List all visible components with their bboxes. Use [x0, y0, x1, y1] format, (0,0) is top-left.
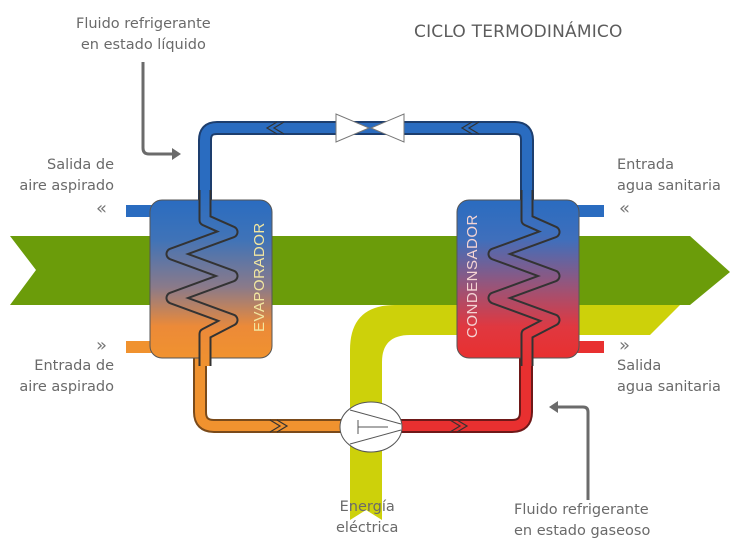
flow-direction-chevrons [265, 121, 480, 433]
label-line: agua sanitaria [617, 178, 721, 194]
label-line: en estado gaseoso [514, 523, 651, 539]
water-outlet-label: Salida agua sanitaria [617, 356, 721, 398]
label-line: Energía [339, 499, 395, 515]
liquid-refrigerant-pipe [198, 121, 534, 210]
water-inlet-duct [574, 205, 604, 217]
gas-pointer-arrow [558, 405, 590, 500]
water-outlet-marker: » [619, 335, 631, 356]
gas-refrigerant-label: Fluido refrigerante en estado gaseoso [514, 500, 650, 542]
label-line: Salida de [47, 157, 114, 173]
label-line: aire aspirado [19, 178, 114, 194]
liquid-refrigerant-label: Fluido refrigerante en estado líquido [76, 14, 211, 56]
electric-energy-label: Energía eléctrica [336, 497, 398, 539]
label-line: eléctrica [336, 520, 399, 536]
evaporator-label: EVAPORADOR [251, 222, 268, 332]
expansion-valve-icon [335, 113, 405, 143]
arrow-head-icon [549, 401, 558, 413]
label-line: agua sanitaria [617, 379, 721, 395]
diagram-title: CICLO TERMODINÁMICO [414, 22, 623, 42]
condenser-label: CONDENSADOR [464, 214, 481, 338]
water-inlet-label: Entrada agua sanitaria [617, 155, 721, 197]
air-outlet-marker: « [96, 198, 108, 219]
liquid-pointer-arrow [141, 62, 172, 156]
water-inlet-marker: « [619, 198, 631, 219]
label-line: Entrada de [34, 358, 114, 374]
air-outlet-duct [126, 205, 156, 217]
compressor-icon [339, 401, 403, 453]
label-line: aire aspirado [19, 379, 114, 395]
air-outlet-label: Salida de aire aspirado [19, 155, 114, 197]
air-flow-band [10, 236, 730, 305]
label-line: Salida [617, 358, 662, 374]
label-line: en estado líquido [80, 37, 206, 53]
label-line: Fluido refrigerante [514, 502, 649, 518]
air-inlet-marker: » [96, 335, 108, 356]
arrow-head-icon [172, 148, 181, 160]
air-inlet-duct [126, 341, 156, 353]
electric-energy-band [350, 305, 680, 520]
label-line: Fluido refrigerante [76, 16, 211, 32]
label-line: Entrada [617, 157, 674, 173]
water-outlet-duct [574, 341, 604, 353]
air-inlet-label: Entrada de aire aspirado [19, 356, 114, 398]
